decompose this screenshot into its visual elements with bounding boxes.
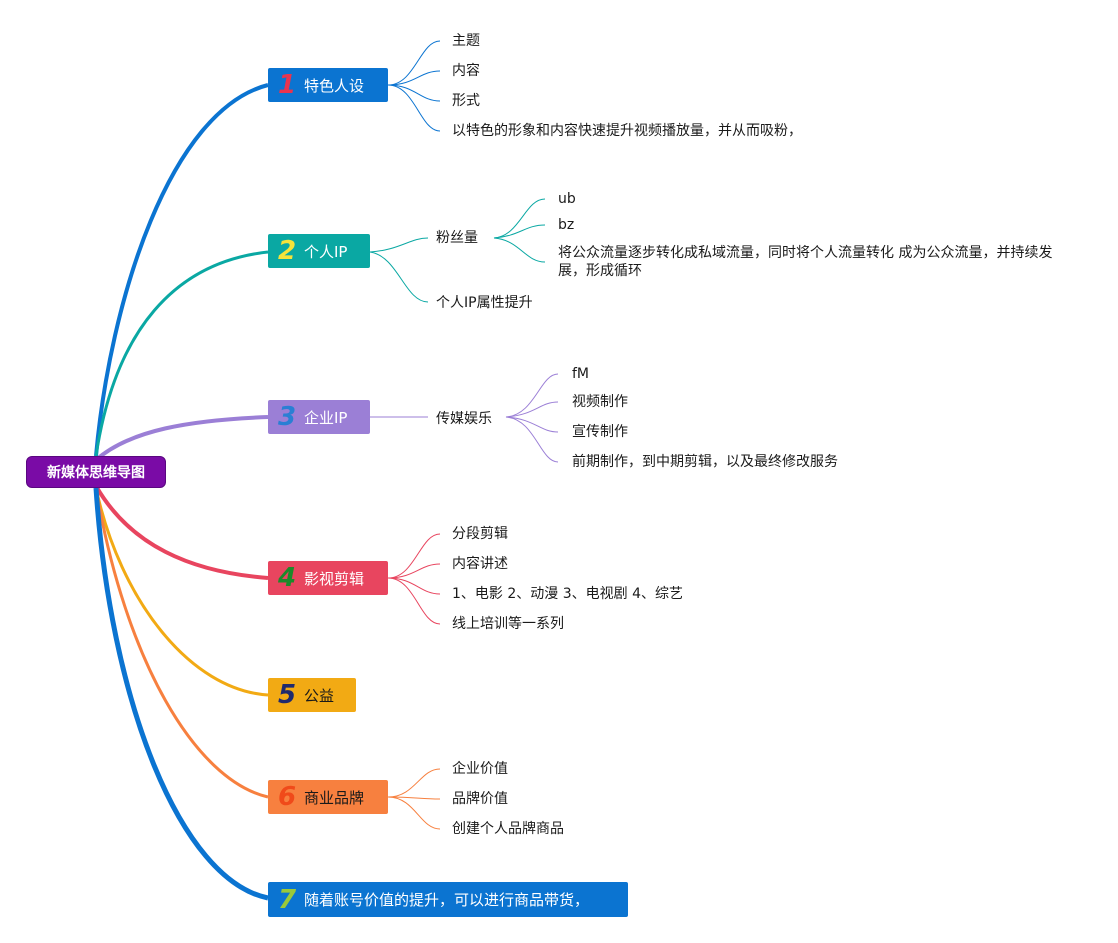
branch-2-sub-1-item-1[interactable]: ub bbox=[558, 191, 576, 207]
branch-1-number: 1 bbox=[277, 70, 297, 100]
branch-6-item-3[interactable]: 创建个人品牌商品 bbox=[452, 821, 564, 837]
branch-6-item-1[interactable]: 企业价值 bbox=[452, 761, 508, 777]
branch-2-title: 个人IP bbox=[304, 242, 348, 261]
branch-7-number: 7 bbox=[277, 884, 297, 915]
branch-3-node[interactable]: 3 企业IP bbox=[268, 400, 370, 434]
branch-7-node[interactable]: 7 随着账号价值的提升，可以进行商品带货， bbox=[268, 882, 628, 917]
branch-2-sub-1-item-3[interactable]: 将公众流量逐步转化成私域流量，同时将个人流量转化 成为公众流量，并持续发展，形成… bbox=[558, 245, 1053, 279]
branch-1-node[interactable]: 1 特色人设 bbox=[268, 68, 388, 102]
branch-6-node[interactable]: 6 商业品牌 bbox=[268, 780, 388, 814]
branch-1-item-1[interactable]: 主题 bbox=[452, 33, 480, 49]
branch-1-item-2[interactable]: 内容 bbox=[452, 63, 480, 79]
branch-3-title: 企业IP bbox=[304, 408, 348, 427]
branch-6-item-2[interactable]: 品牌价值 bbox=[452, 791, 508, 807]
branch-1-title: 特色人设 bbox=[304, 76, 365, 95]
branch-2-sub-1-item-2[interactable]: bz bbox=[558, 217, 575, 233]
branch-4-item-2[interactable]: 内容讲述 bbox=[452, 556, 508, 572]
branch-2-number: 2 bbox=[277, 236, 297, 266]
branch-4-item-4[interactable]: 线上培训等一系列 bbox=[452, 616, 564, 632]
branch-4-title: 影视剪辑 bbox=[304, 569, 365, 588]
branch-3-sub-1-item-2[interactable]: 视频制作 bbox=[572, 394, 628, 410]
branch-5-node[interactable]: 5 公益 bbox=[268, 678, 356, 712]
branch-3-sub-1[interactable]: 传媒娱乐 bbox=[436, 411, 492, 427]
branch-3-sub-1-item-1[interactable]: fM bbox=[572, 366, 590, 382]
branch-6-number: 6 bbox=[277, 782, 297, 812]
branch-3-number: 3 bbox=[277, 402, 297, 432]
branch-6-title: 商业品牌 bbox=[304, 788, 365, 807]
root-node[interactable]: 新媒体思维导图 bbox=[26, 456, 166, 488]
branch-4-item-1[interactable]: 分段剪辑 bbox=[452, 526, 508, 542]
branch-4-number: 4 bbox=[277, 563, 297, 593]
branch-4-item-3[interactable]: 1、电影 2、动漫 3、电视剧 4、综艺 bbox=[452, 586, 683, 602]
branch-2-node[interactable]: 2 个人IP bbox=[268, 234, 370, 268]
branch-5-number: 5 bbox=[277, 680, 297, 710]
branch-5-title: 公益 bbox=[304, 686, 335, 705]
branch-7-title: 随着账号价值的提升，可以进行商品带货， bbox=[304, 891, 590, 909]
branch-1-item-4[interactable]: 以特色的形象和内容快速提升视频播放量，并从而吸粉， bbox=[452, 123, 802, 139]
branch-1-item-3[interactable]: 形式 bbox=[452, 93, 480, 109]
branch-2-sub-1[interactable]: 粉丝量 bbox=[436, 230, 478, 246]
branch-4-node[interactable]: 4 影视剪辑 bbox=[268, 561, 388, 595]
branch-2-sub-2[interactable]: 个人IP属性提升 bbox=[436, 295, 533, 311]
branch-3-sub-1-item-3[interactable]: 宣传制作 bbox=[572, 424, 628, 440]
branch-3-sub-1-item-4[interactable]: 前期制作，到中期剪辑，以及最终修改服务 bbox=[572, 454, 838, 470]
